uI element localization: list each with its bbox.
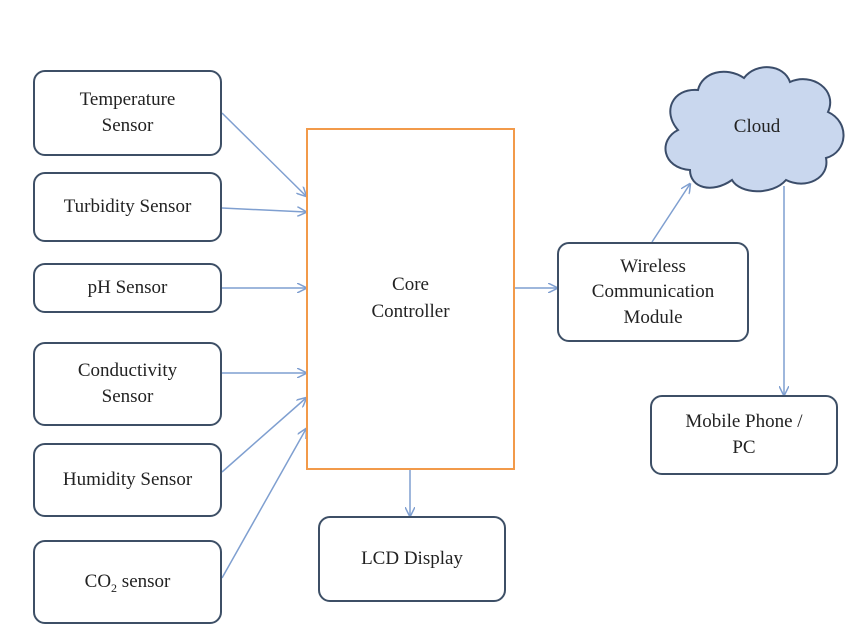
co2-sensor-label: CO2 sensor bbox=[85, 569, 171, 596]
arrow-co2 bbox=[221, 429, 306, 579]
cloud-label: Cloud bbox=[733, 116, 781, 137]
core-controller-box: Core Controller bbox=[306, 128, 515, 470]
temperature-sensor-label: Temperature Sensor bbox=[79, 89, 176, 136]
lcd-display-label: LCD Display bbox=[361, 548, 463, 570]
humidity-sensor-box: Humidity Sensor bbox=[33, 443, 222, 517]
mobile-pc-box: Mobile Phone / PC bbox=[650, 395, 838, 475]
lcd-display-box: LCD Display bbox=[318, 516, 506, 602]
ph-sensor-box: pH Sensor bbox=[33, 263, 222, 313]
ph-sensor-label: pH Sensor bbox=[87, 277, 168, 299]
arrow-humidity bbox=[221, 398, 306, 473]
conductivity-sensor-box: Conductivity Sensor bbox=[33, 342, 222, 426]
arrow-wireless-cloud bbox=[651, 184, 690, 243]
co2-subscript: 2 bbox=[111, 580, 118, 595]
co2-prefix: CO bbox=[84, 570, 112, 592]
temperature-sensor-box: Temperature Sensor bbox=[33, 70, 222, 156]
turbidity-sensor-box: Turbidity Sensor bbox=[33, 172, 222, 242]
conductivity-sensor-label: Conductivity Sensor bbox=[77, 360, 178, 407]
cloud-shape bbox=[664, 66, 845, 193]
wireless-module-box: Wireless Communication Module bbox=[557, 242, 749, 342]
mobile-pc-label: Mobile Phone / PC bbox=[685, 411, 803, 458]
co2-sensor-box: CO2 sensor bbox=[33, 540, 222, 624]
humidity-sensor-label: Humidity Sensor bbox=[62, 469, 193, 491]
turbidity-sensor-label: Turbidity Sensor bbox=[63, 196, 192, 218]
wireless-module-label: Wireless Communication Module bbox=[591, 255, 715, 328]
arrow-temperature bbox=[221, 112, 306, 196]
arrow-turbidity bbox=[221, 208, 306, 212]
co2-suffix: sensor bbox=[117, 570, 171, 592]
core-controller-label: Core Controller bbox=[371, 274, 450, 322]
